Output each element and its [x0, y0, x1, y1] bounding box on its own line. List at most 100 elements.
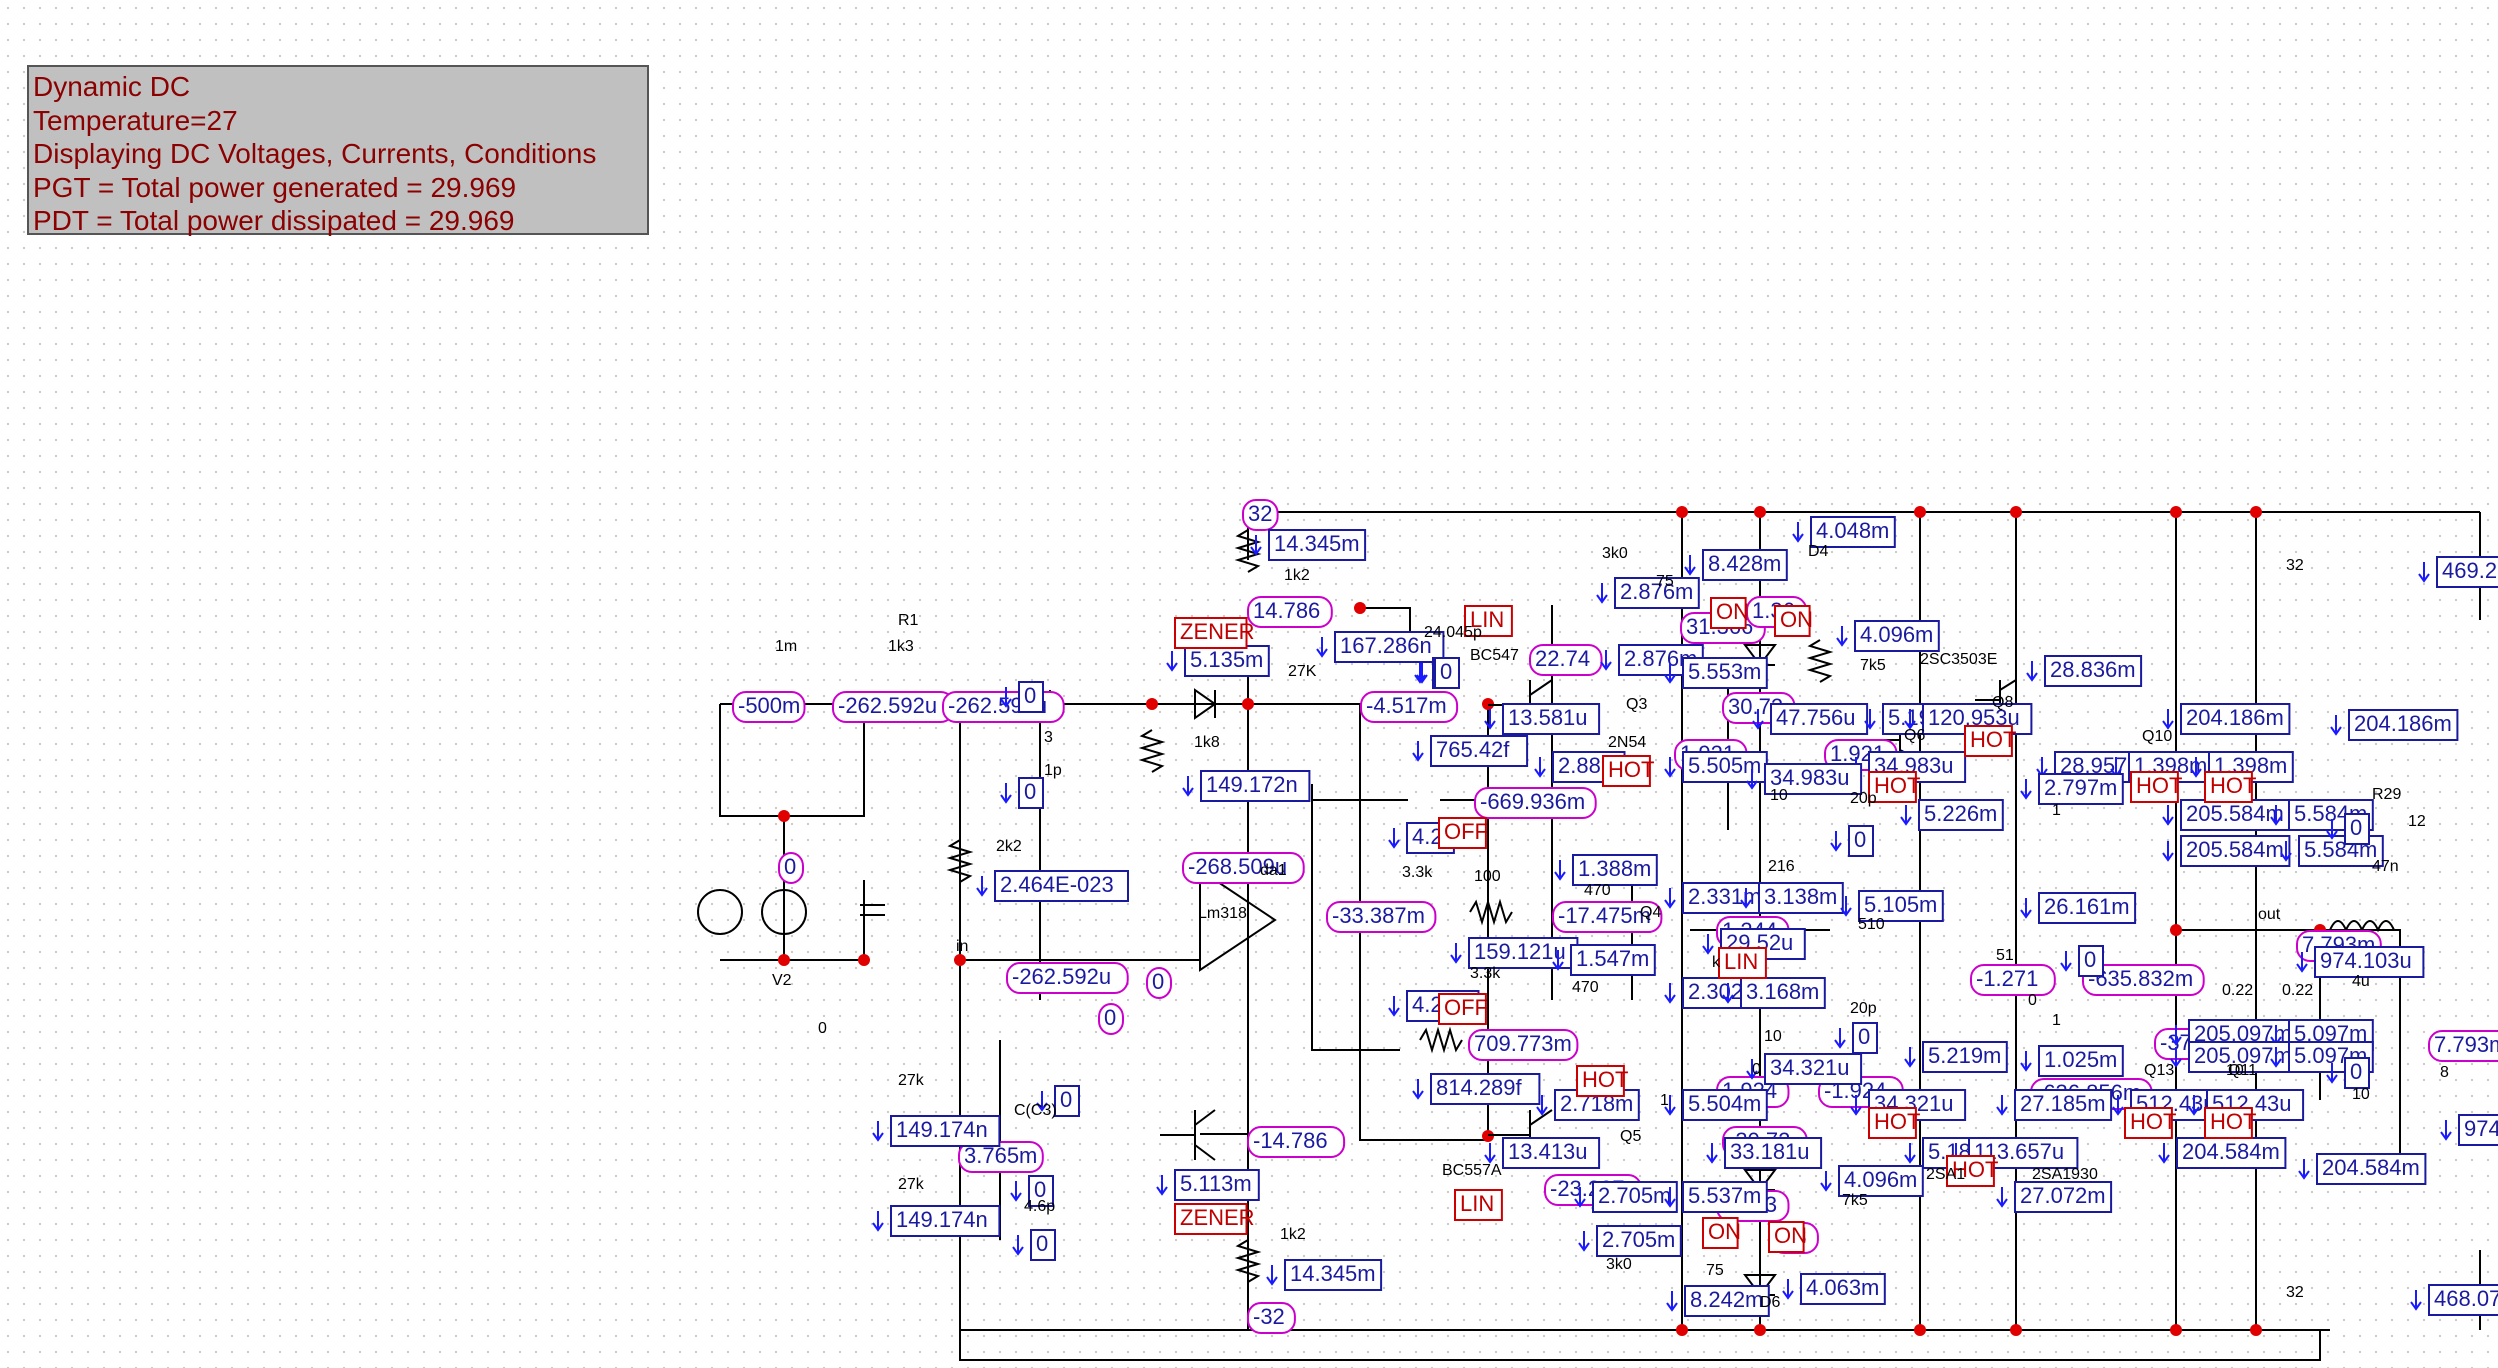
- current-label[interactable]: 5.226m: [1918, 799, 2004, 831]
- current-label[interactable]: 2.331m: [1682, 882, 1768, 914]
- current-label[interactable]: 0: [1030, 1229, 1056, 1261]
- voltage-label[interactable]: -4.517m: [1360, 691, 1459, 723]
- current-label[interactable]: 149.174n: [890, 1115, 1001, 1147]
- current-label[interactable]: 0: [1848, 825, 1874, 857]
- current-label[interactable]: 26.161m: [2038, 892, 2137, 924]
- current-label[interactable]: 0: [2344, 1057, 2370, 1089]
- voltage-label[interactable]: -17.475m: [1552, 901, 1663, 933]
- current-label[interactable]: 34.321u: [1764, 1053, 1863, 1085]
- device-state-badge[interactable]: LIN: [1718, 947, 1767, 979]
- current-label[interactable]: 2.705m: [1596, 1225, 1682, 1257]
- current-label[interactable]: 0: [1434, 657, 1460, 689]
- current-label[interactable]: 469.22: [2436, 556, 2498, 588]
- voltage-label[interactable]: 709.773m: [1468, 1029, 1579, 1061]
- current-label[interactable]: 2.797m: [2038, 773, 2124, 805]
- current-label[interactable]: 34.983u: [1764, 763, 1863, 795]
- device-state-badge[interactable]: ZENER: [1174, 1203, 1255, 1235]
- voltage-label[interactable]: -32: [1247, 1302, 1296, 1334]
- device-state-badge[interactable]: HOT: [2130, 771, 2182, 803]
- current-label[interactable]: 1.388m: [1572, 854, 1658, 886]
- device-state-badge[interactable]: HOT: [1868, 771, 1920, 803]
- current-label[interactable]: 0: [1054, 1085, 1080, 1117]
- state-labels[interactable]: ZENER LIN ON ON HOT HOT HOT HOT HOT OFF LIN OFF HOT H…: [1174, 597, 2256, 1253]
- voltage-label[interactable]: -1.271: [1970, 964, 2056, 996]
- voltage-label[interactable]: 14.786: [1247, 596, 1333, 628]
- voltage-label[interactable]: 3.765m: [958, 1141, 1044, 1173]
- current-label[interactable]: 1.547m: [1570, 944, 1656, 976]
- current-label[interactable]: 204.584m: [2316, 1153, 2427, 1185]
- voltage-label[interactable]: -669.936m: [1474, 787, 1597, 819]
- current-label[interactable]: 47.756u: [1770, 703, 1869, 735]
- current-label[interactable]: 468.07: [2428, 1284, 2498, 1316]
- device-state-badge[interactable]: HOT: [1964, 725, 2016, 757]
- current-label[interactable]: 765.42f: [1430, 735, 1529, 767]
- current-label[interactable]: 27.185m: [2014, 1089, 2113, 1121]
- current-label[interactable]: 0: [1018, 777, 1044, 809]
- current-label[interactable]: 5.105m: [1858, 890, 1944, 922]
- current-label[interactable]: 5.537m: [1682, 1181, 1768, 1213]
- current-label[interactable]: 2.705m: [1592, 1181, 1678, 1213]
- current-label[interactable]: 28.836m: [2044, 655, 2143, 687]
- current-label[interactable]: 167.286n: [1334, 631, 1445, 663]
- device-state-badge[interactable]: HOT: [1946, 1155, 1998, 1187]
- current-label[interactable]: 3.168m: [1740, 977, 1826, 1009]
- current-label[interactable]: 5.113m: [1174, 1169, 1260, 1201]
- current-label[interactable]: 33.181u: [1724, 1137, 1823, 1169]
- voltage-label[interactable]: -500m: [732, 691, 806, 723]
- device-state-badge[interactable]: LIN: [1454, 1189, 1503, 1221]
- device-state-badge[interactable]: HOT: [1576, 1065, 1628, 1097]
- current-label[interactable]: 14.345m: [1268, 529, 1367, 561]
- current-label[interactable]: 0: [2078, 945, 2104, 977]
- current-label[interactable]: 0: [1028, 1175, 1054, 1207]
- voltage-label[interactable]: -262.592u: [1006, 962, 1129, 994]
- device-state-badge[interactable]: HOT: [1602, 755, 1654, 787]
- current-label[interactable]: 205.584m: [2180, 799, 2291, 831]
- device-state-badge[interactable]: LIN: [1464, 605, 1513, 637]
- current-label[interactable]: 2.464E-023: [994, 870, 1129, 902]
- current-label[interactable]: 149.172n: [1200, 770, 1311, 802]
- device-state-badge[interactable]: HOT: [2204, 1107, 2256, 1139]
- current-label[interactable]: 13.413u: [1502, 1137, 1601, 1169]
- device-state-badge[interactable]: ON: [1702, 1217, 1741, 1249]
- current-label[interactable]: 5.584m: [2298, 835, 2384, 867]
- voltage-label[interactable]: 0: [1098, 1003, 1124, 1035]
- device-state-badge[interactable]: OFF: [1438, 817, 1488, 849]
- device-state-badge[interactable]: HOT: [1868, 1107, 1920, 1139]
- current-label[interactable]: 5.553m: [1682, 657, 1768, 689]
- current-label[interactable]: 974: [2458, 1114, 2498, 1146]
- current-label[interactable]: 4.048m: [1810, 516, 1896, 548]
- current-label[interactable]: 27.072m: [2014, 1181, 2113, 1213]
- current-label[interactable]: 5.135m: [1184, 645, 1270, 677]
- current-label[interactable]: 205.584m: [2180, 835, 2291, 867]
- device-state-badge[interactable]: HOT: [2124, 1107, 2176, 1139]
- current-label[interactable]: 974.103u: [2314, 946, 2425, 978]
- voltage-label[interactable]: 22.74: [1529, 644, 1603, 676]
- voltage-label[interactable]: 32: [1242, 499, 1279, 531]
- current-label[interactable]: 2.876m: [1614, 577, 1700, 609]
- current-label[interactable]: 204.186m: [2180, 703, 2291, 735]
- voltage-label[interactable]: 0: [1146, 967, 1172, 999]
- current-label[interactable]: 0: [1852, 1022, 1878, 1054]
- current-label[interactable]: 0: [1018, 681, 1044, 713]
- current-label[interactable]: 204.584m: [2176, 1137, 2287, 1169]
- current-label[interactable]: 4.096m: [1854, 620, 1940, 652]
- voltage-label[interactable]: -262.592u: [942, 691, 1065, 723]
- current-label[interactable]: 814.289f: [1430, 1073, 1541, 1105]
- current-label[interactable]: 1.025m: [2038, 1045, 2124, 1077]
- current-label[interactable]: 159.121u: [1468, 937, 1579, 969]
- current-label[interactable]: 14.345m: [1284, 1259, 1383, 1291]
- voltage-label[interactable]: -33.387m: [1326, 901, 1437, 933]
- current-label[interactable]: 4.096m: [1838, 1165, 1924, 1197]
- current-label[interactable]: 3.138m: [1758, 882, 1844, 914]
- device-state-badge[interactable]: OFF: [1438, 993, 1488, 1025]
- current-label[interactable]: 205.097m: [2188, 1041, 2299, 1073]
- current-label[interactable]: 5.219m: [1922, 1041, 2008, 1073]
- voltage-label[interactable]: -635.832m: [2082, 964, 2205, 996]
- current-label[interactable]: 8.428m: [1702, 549, 1788, 581]
- current-label[interactable]: 149.174n: [890, 1205, 1001, 1237]
- voltage-label[interactable]: -268.509u: [1182, 852, 1305, 884]
- current-label[interactable]: 4.063m: [1800, 1273, 1886, 1305]
- device-state-badge[interactable]: ZENER: [1174, 617, 1255, 649]
- device-state-badge[interactable]: ON: [1710, 597, 1749, 629]
